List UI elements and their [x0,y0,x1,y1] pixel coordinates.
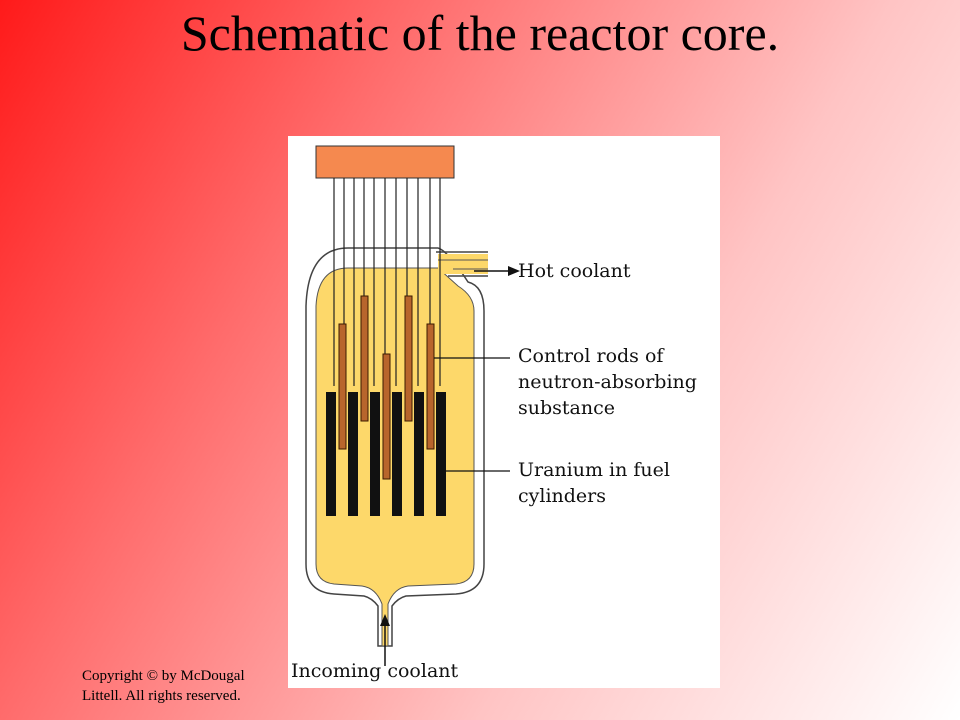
uranium-label-2: cylinders [518,485,606,507]
control-rod-drive [315,145,455,179]
fuel-cylinders [326,392,446,516]
uranium-label-1: Uranium in fuel [518,459,670,481]
control-rods-label-1: Control rods of [518,345,665,367]
control-rods-label-3: substance [518,397,615,419]
incoming-coolant-label: Incoming coolant [291,660,459,682]
incoming-arrow [380,614,390,666]
hot-coolant-label: Hot coolant [518,260,631,282]
reactor-diagram: Hot coolant Control rods of neutron-abso… [288,136,720,688]
reactor-svg: Hot coolant Control rods of neutron-abso… [291,145,697,682]
hot-coolant-arrow [474,266,520,276]
control-rods-label-2: neutron-absorbing [518,371,697,393]
control-rods [338,295,435,480]
copyright-notice: Copyright © by McDougal Littell. All rig… [82,668,245,704]
slide-title: Schematic of the reactor core. [180,5,780,61]
